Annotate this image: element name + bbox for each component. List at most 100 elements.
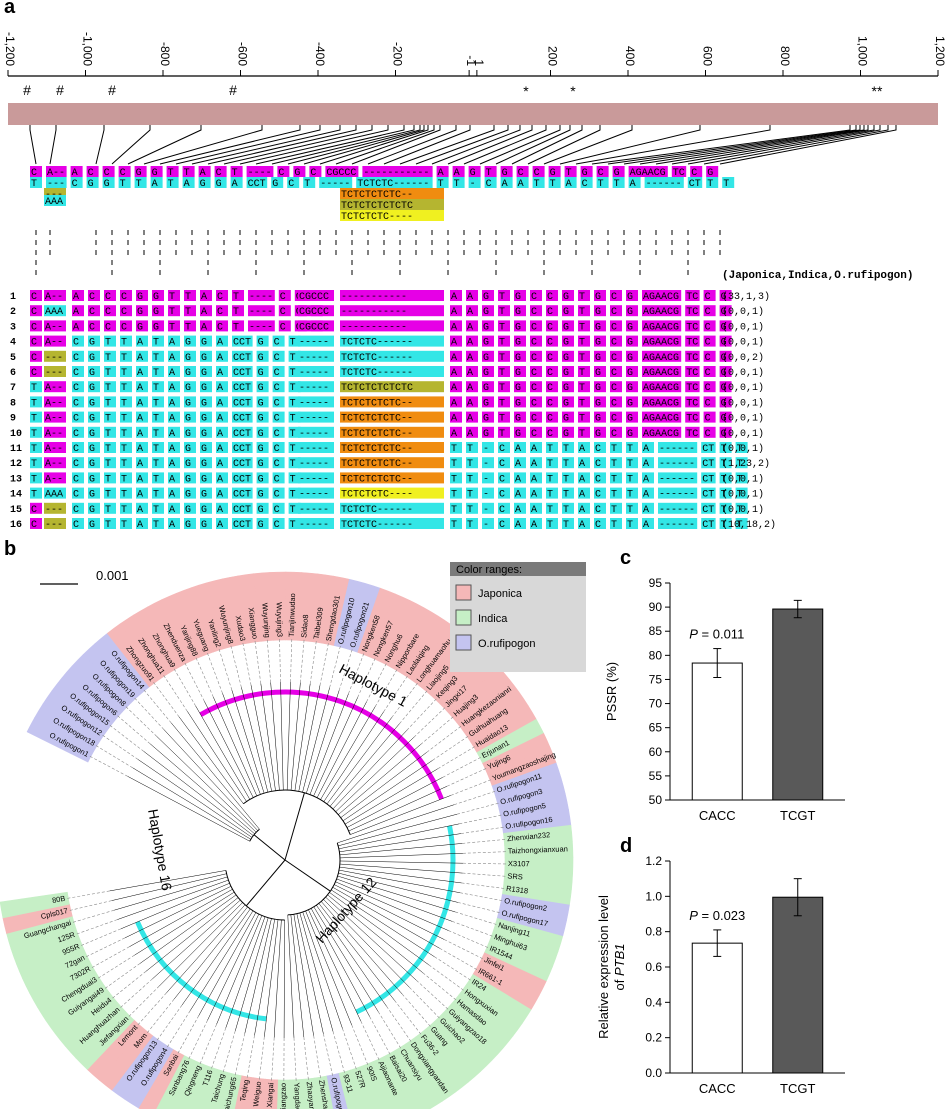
leaf-connector: [98, 955, 134, 978]
leaf-connector: [129, 986, 159, 1016]
haplotype-counts: (0,0,1): [722, 413, 764, 425]
hap-cell: G: [515, 322, 521, 333]
hap-cell: C: [611, 368, 617, 379]
haplotype-id: 7: [10, 383, 16, 394]
hap-cell: A: [137, 338, 143, 349]
hap-cell: G: [483, 398, 489, 409]
hap-cell: ---: [45, 368, 63, 379]
hap-cell: A: [217, 459, 223, 470]
hap-cell: A--: [45, 322, 63, 333]
hap-cell: CT: [702, 520, 714, 531]
hap-cell: C: [73, 490, 79, 501]
leaf-connector: [463, 863, 506, 864]
hap-cell: CGCCC: [299, 292, 329, 303]
leaf-connector: [429, 965, 464, 990]
hap-cell: A: [579, 490, 585, 501]
hap-cell: C: [705, 368, 711, 379]
ref-cell: C: [288, 179, 294, 190]
y-tick-label: 65: [649, 721, 663, 735]
hap-cell: G: [563, 383, 569, 394]
hap-cell: G: [137, 307, 143, 318]
hap-cell: C: [73, 520, 79, 531]
leaf-label: Yangdao2: [292, 1082, 303, 1109]
hap-cell: G: [258, 383, 264, 394]
hap-cell: C: [73, 505, 79, 516]
hap-cell: T: [121, 444, 127, 455]
leaf-connector: [416, 980, 448, 1009]
hap-cell: T: [153, 398, 159, 409]
hap-cell: G: [563, 398, 569, 409]
haplotype-counts: (0,0,1): [722, 382, 764, 394]
hap-cell: C: [611, 322, 617, 333]
hap-cell: A: [643, 474, 649, 485]
hap-cell: C: [274, 520, 280, 531]
hap-cell: -: [483, 490, 489, 501]
hap-cell: T: [290, 338, 296, 349]
hap-cell: C: [274, 414, 280, 425]
leaf-connector: [463, 873, 506, 876]
hap-cell: G: [89, 520, 95, 531]
hap-cell: T: [105, 459, 111, 470]
hap-cell: T: [121, 398, 127, 409]
leaf-connector: [460, 893, 502, 901]
hap-cell: A: [201, 307, 207, 318]
hap-cell: G: [185, 398, 191, 409]
hap-cell: T: [451, 490, 457, 501]
haplotype-counts: (0,0,1): [722, 428, 764, 440]
hap-cell: AGAACG: [643, 307, 679, 318]
hap-cell: A: [217, 429, 223, 440]
leaf-connector: [323, 1034, 332, 1076]
hap-cell: T: [290, 383, 296, 394]
leaf-connector: [457, 803, 499, 814]
haplotype-id: 1: [10, 292, 16, 303]
tree-branch: [246, 860, 285, 906]
haplotype-id: 2: [10, 307, 16, 318]
hap-cell: G: [258, 459, 264, 470]
haplotype-id: 16: [10, 520, 22, 531]
hap-cell: T: [121, 474, 127, 485]
hap-cell: TCTCTCTCTC--: [341, 459, 413, 470]
hap-cell: A: [217, 414, 223, 425]
tree-branch: [130, 889, 233, 946]
hap-cell: T: [627, 505, 633, 516]
hap-cell: T: [290, 505, 296, 516]
leaf-connector: [310, 641, 316, 684]
hap-cell: G: [258, 398, 264, 409]
hap-cell: T: [579, 383, 585, 394]
leaf-connector: [444, 940, 482, 959]
hap-cell: T: [121, 414, 127, 425]
leaf-connector: [414, 708, 445, 738]
hap-cell: C: [217, 307, 223, 318]
hap-cell: A: [451, 307, 457, 318]
haplotype-counts: (0,0,1): [722, 443, 764, 455]
hap-cell: C: [73, 444, 79, 455]
hap-cell: A: [217, 444, 223, 455]
hap-cell: ------: [659, 459, 695, 470]
hap-cell: G: [483, 414, 489, 425]
hap-cell: CCT: [233, 444, 251, 455]
hap-cell: C: [89, 322, 95, 333]
hap-cell: AGAACG: [643, 322, 679, 333]
bar: [692, 663, 742, 800]
hap-cell: G: [89, 398, 95, 409]
hap-cell: ------: [659, 505, 695, 516]
haplotype-id: 4: [10, 338, 16, 349]
hap-cell: G: [185, 414, 191, 425]
hap-cell: T: [451, 459, 457, 470]
hap-cell: C: [611, 292, 617, 303]
leaf-connector: [126, 707, 157, 737]
leaf-connector: [247, 1035, 254, 1077]
hap-cell: G: [201, 490, 207, 501]
hap-cell: T: [563, 459, 569, 470]
hap-cell: A: [643, 459, 649, 470]
hap-cell: -----: [299, 444, 329, 455]
y-axis-label: PSSR (%): [604, 662, 619, 721]
hap-cell: A: [169, 368, 175, 379]
hap-cell: C: [274, 444, 280, 455]
tree-branch: [341, 752, 427, 817]
hap-cell: A: [73, 307, 79, 318]
hap-cell: T: [563, 505, 569, 516]
leaf-connector: [342, 1028, 356, 1069]
hap-cell: T: [121, 505, 127, 516]
